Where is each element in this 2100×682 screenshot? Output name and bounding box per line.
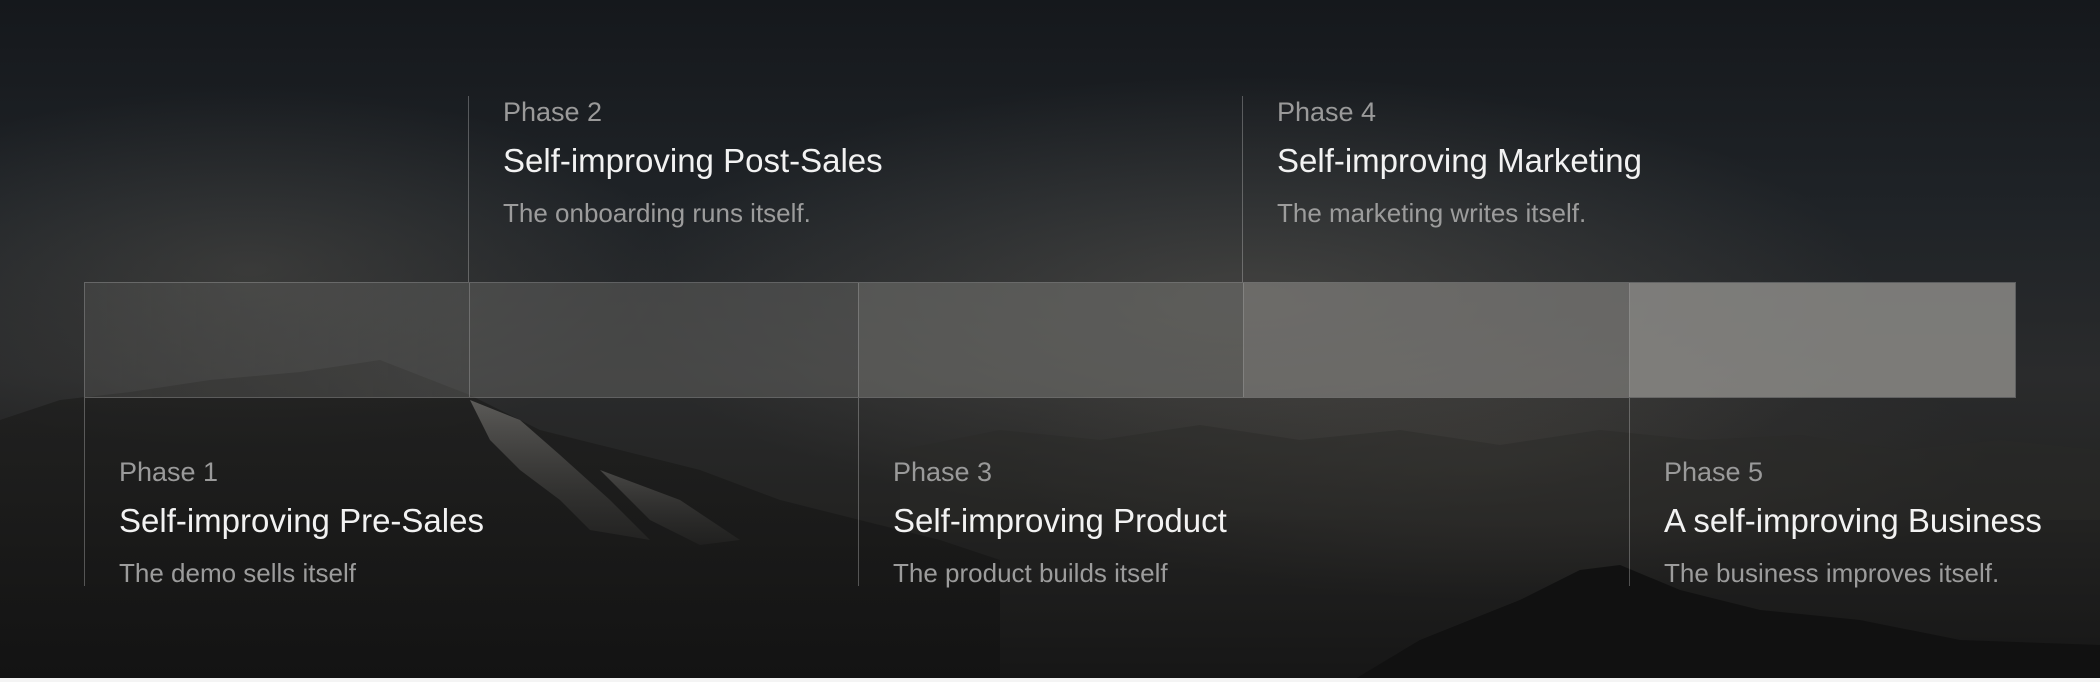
phase-3-title: Self-improving Product [893,502,1227,539]
phase-progress-bar [84,282,2016,398]
phase-4-description: The marketing writes itself. [1277,198,1587,228]
phase-2-label: Phase 2 [503,97,603,127]
phase-5-title: A self-improving Business [1664,502,2042,539]
phase-2-connector [468,96,469,282]
progress-segment-1 [85,283,470,397]
phase-1-title: Self-improving Pre-Sales [119,502,484,539]
phase-4-title: Self-improving Marketing [1277,142,1642,179]
phase-3-connector [858,398,859,586]
phase-1-card: Phase 1 Self-improving Pre-Sales The dem… [119,455,484,590]
phase-1-description: The demo sells itself [119,558,356,588]
progress-segment-3 [859,283,1244,397]
phase-4-card: Phase 4 Self-improving Marketing The mar… [1277,95,1642,230]
bottom-edge-strip [0,678,2100,682]
phase-2-description: The onboarding runs itself. [503,198,811,228]
phase-4-connector [1242,96,1243,282]
phase-1-label: Phase 1 [119,457,219,487]
phase-3-description: The product builds itself [893,558,1168,588]
phase-3-label: Phase 3 [893,457,993,487]
progress-segment-5 [1630,283,2015,397]
progress-segment-4 [1243,283,1631,397]
phase-5-label: Phase 5 [1664,457,1764,487]
phase-1-connector [84,398,85,586]
phase-2-title: Self-improving Post-Sales [503,142,883,179]
phase-5-card: Phase 5 A self-improving Business The bu… [1664,455,2042,590]
phase-3-card: Phase 3 Self-improving Product The produ… [893,455,1227,590]
phase-5-connector [1629,398,1630,586]
phase-5-description: The business improves itself. [1664,558,2000,588]
phase-2-card: Phase 2 Self-improving Post-Sales The on… [503,95,883,230]
progress-segment-2 [469,283,860,397]
phase-4-label: Phase 4 [1277,97,1377,127]
